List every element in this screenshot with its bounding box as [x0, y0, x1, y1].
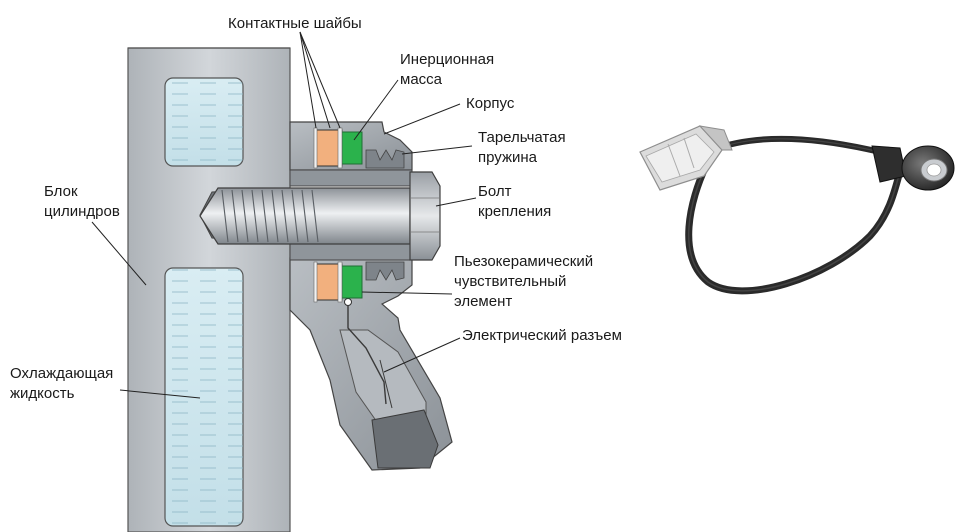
upper-contact-washer — [337, 127, 343, 169]
label-piezo-line3: элемент — [454, 293, 512, 310]
sensor-cable — [685, 160, 906, 295]
label-connector: Электрический разъем — [462, 327, 622, 344]
coolant-channel — [164, 77, 244, 527]
label-piezo-line1: Пьезокерамический — [454, 253, 593, 270]
upper-contact-washer-2 — [313, 127, 318, 169]
label-disc-spring-line2: пружина — [478, 149, 538, 166]
lower-contact-washer-2 — [313, 261, 318, 303]
connector-plug — [639, 125, 733, 191]
upper-inertial-mass — [341, 131, 363, 165]
label-inertial-mass-line1: Инерционная — [400, 51, 494, 68]
label-disc-spring-line1: Тарельчатая — [478, 129, 566, 146]
label-housing: Корпус — [466, 95, 515, 112]
upper-element-stack — [313, 127, 405, 169]
knock-sensor-photo — [639, 125, 955, 295]
lower-element-stack — [313, 261, 405, 303]
lower-inertial-mass — [341, 265, 363, 299]
label-contact-washers: Контактные шайбы — [228, 15, 362, 32]
mounting-bolt — [199, 171, 441, 261]
lower-contact-washer — [337, 261, 343, 303]
label-piezo-line2: чувствительный — [454, 273, 566, 290]
labels: Контактные шайбы Инерционная масса Корпу… — [10, 15, 622, 402]
label-inertial-mass-line2: масса — [400, 71, 443, 88]
upper-piezo-element — [315, 129, 343, 167]
label-cylinder-block-line1: Блок — [44, 183, 78, 200]
label-coolant-line1: Охлаждающая — [10, 365, 113, 382]
label-bolt-line1: Болт — [478, 183, 512, 200]
lower-disc-spring — [365, 261, 405, 281]
sensor-body — [871, 145, 955, 191]
label-cylinder-block-line2: цилиндров — [44, 203, 120, 220]
label-bolt-line2: крепления — [478, 203, 551, 220]
upper-disc-spring — [365, 149, 405, 169]
label-coolant-line2: жидкость — [10, 385, 75, 402]
leader-lines — [91, 31, 477, 399]
